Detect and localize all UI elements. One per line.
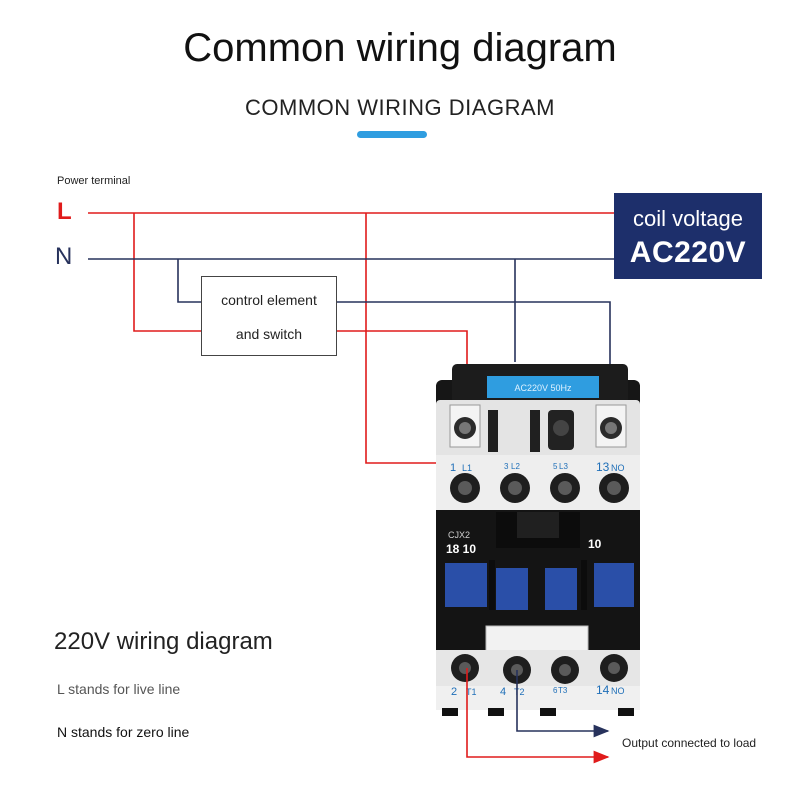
live-line-note: L stands for live line — [57, 681, 181, 697]
contact-window-1 — [445, 563, 487, 607]
coil-voltage-value: AC220V — [629, 236, 747, 269]
rating-label: 18 10 — [446, 542, 476, 556]
terminal-6-num: 6 — [553, 686, 558, 695]
live-to-control-wire — [133, 213, 201, 332]
terminal-4-name: T2 — [514, 687, 525, 697]
terminal-4-num: 4 — [500, 686, 506, 698]
contact-window-3 — [545, 568, 577, 610]
terminal-3-num: 3 — [504, 462, 509, 471]
coil-voltage-label: coil voltage — [632, 206, 744, 231]
terminal-13-name: NO — [611, 463, 625, 473]
output-live-wire — [466, 668, 610, 764]
contact-window-4 — [594, 563, 634, 607]
contactor: AC220V 50Hz 1 L1 3 L2 5 L3 13 NO C — [436, 364, 640, 716]
terminal-1-num: 1 — [450, 462, 456, 474]
model-label: CJX2 — [448, 530, 470, 540]
terminal-13-num: 13 — [596, 460, 610, 474]
control-to-aux-wire — [337, 301, 611, 365]
coil-nameplate-text: AC220V 50Hz — [514, 383, 572, 393]
terminal-6-name: T3 — [558, 686, 568, 695]
neutral-wiring — [88, 258, 614, 365]
terminal-5-num: 5 — [553, 462, 558, 471]
terminal-5-name: L3 — [559, 462, 568, 471]
output-wiring — [466, 668, 610, 764]
coil-nameplate — [487, 376, 599, 398]
output-neutral-wire — [516, 670, 610, 738]
wiring-notes-title: 220V wiring diagram — [54, 628, 273, 655]
live-to-terminal-1-wire — [365, 213, 440, 464]
neutral-to-control-wire — [177, 259, 201, 303]
terminal-3-name: L2 — [511, 462, 520, 471]
terminal-2-name: T1 — [466, 687, 477, 697]
coil-voltage-box — [614, 193, 762, 279]
power-terminal-label: Power terminal — [57, 175, 131, 187]
live-wiring — [88, 212, 614, 464]
terminal-14-num: 14 — [596, 683, 610, 697]
live-line-label: L — [57, 198, 72, 225]
page-title: Common wiring diagram — [183, 26, 617, 70]
terminal-14-name: NO — [611, 686, 625, 696]
contact-window-2 — [496, 568, 528, 610]
title-accent-bar — [357, 131, 427, 138]
terminal-2-num: 2 — [451, 686, 457, 698]
control-to-coil-wire — [337, 330, 468, 365]
control-element-box — [201, 276, 337, 356]
control-element-label: control element — [221, 292, 317, 308]
output-load-label: Output connected to load — [622, 736, 757, 750]
control-switch-label: and switch — [235, 326, 303, 342]
page-subtitle: COMMON WIRING DIAGRAM — [245, 95, 555, 120]
terminal-1-name: L1 — [462, 463, 472, 473]
aux-code-label: 10 — [588, 537, 602, 551]
neutral-line-label: N — [55, 243, 73, 270]
neutral-line-note: N stands for zero line — [57, 724, 190, 740]
